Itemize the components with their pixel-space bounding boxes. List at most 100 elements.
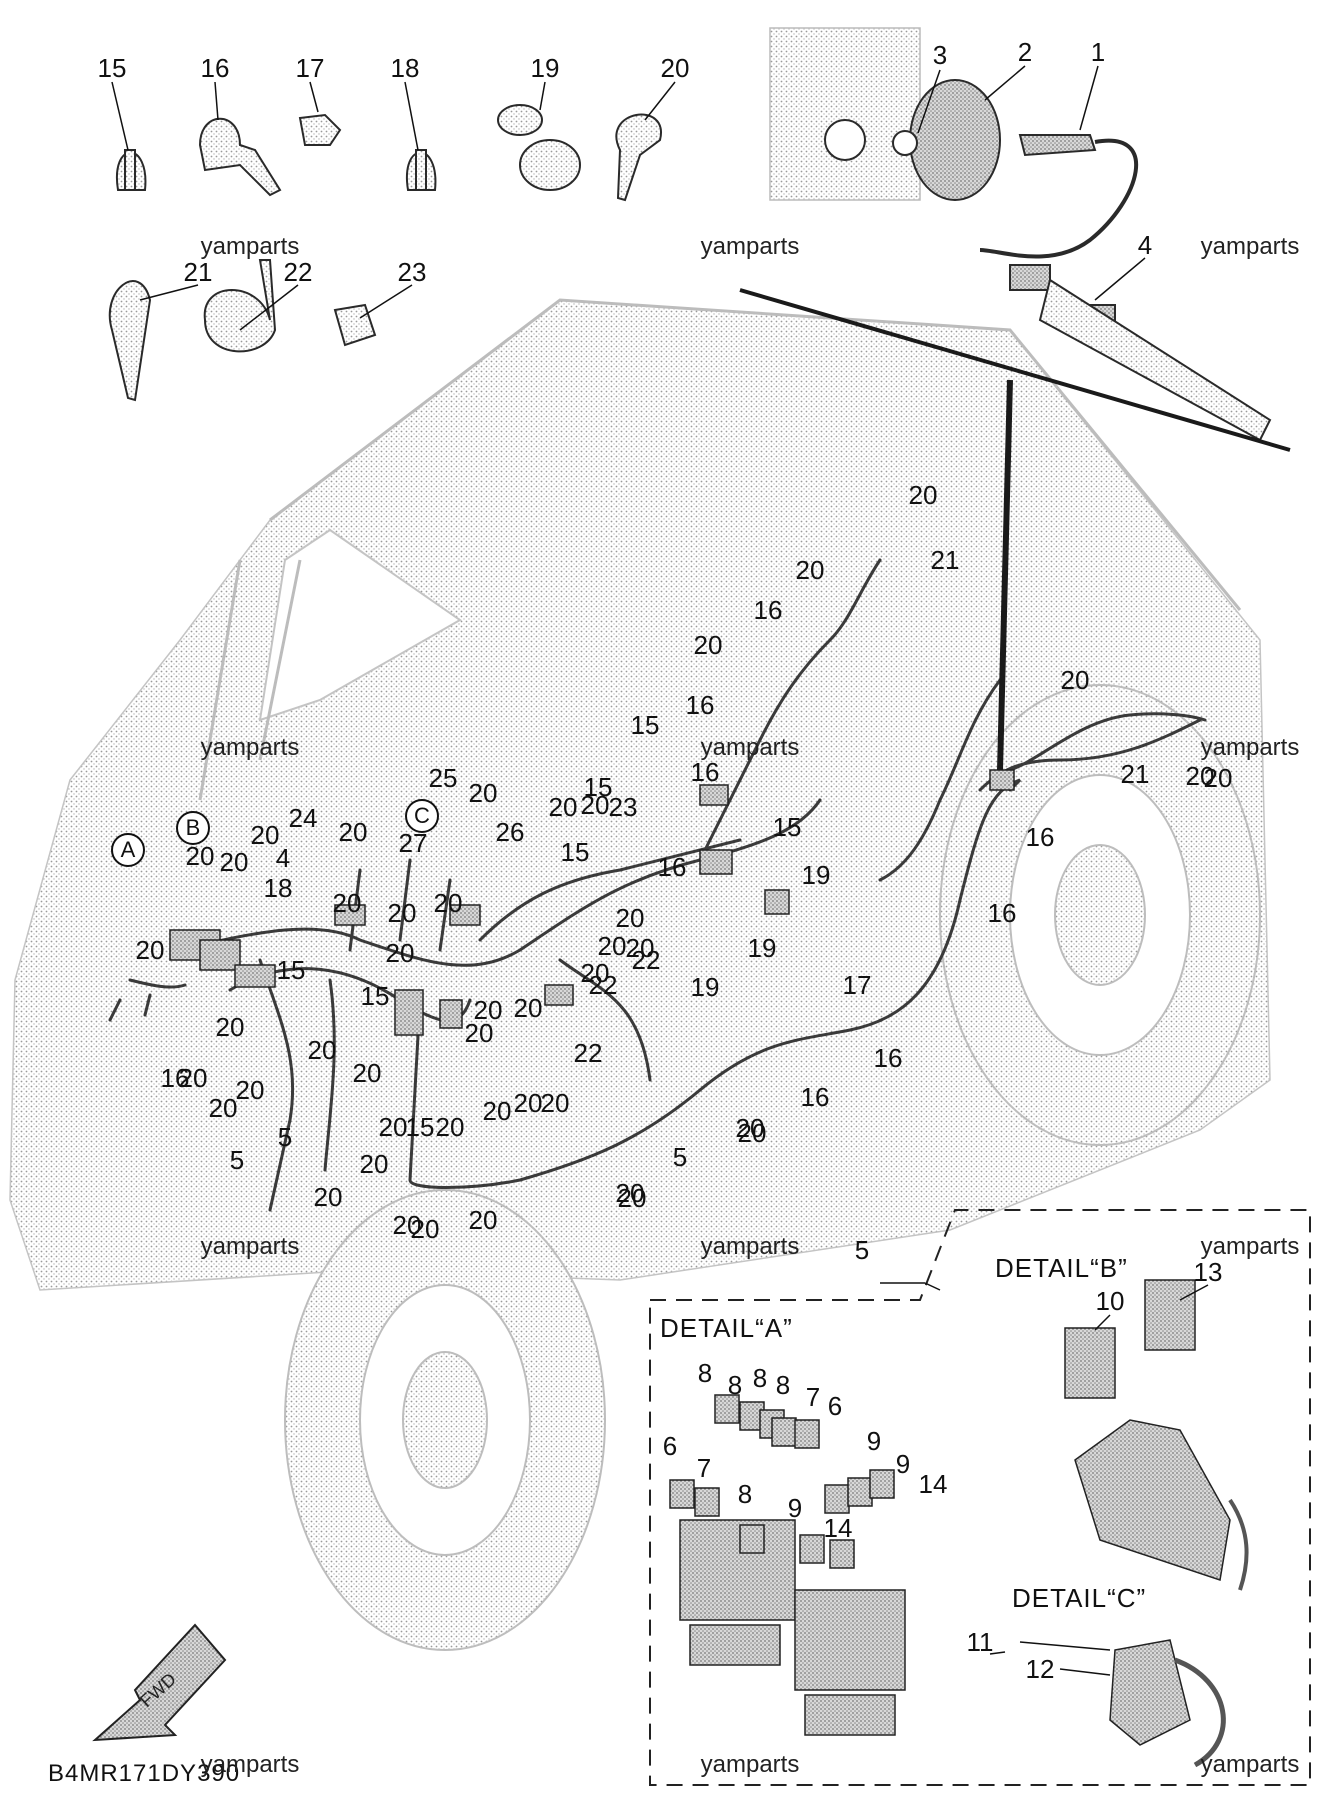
callout-sensor: 4: [1137, 230, 1153, 260]
watermark: yamparts: [200, 1233, 300, 1260]
callout-detail-a: 8: [775, 1370, 791, 1400]
callout-main-harness: 20: [387, 898, 417, 928]
leader-line: [1094, 257, 1146, 301]
watermark: yamparts: [1200, 734, 1300, 761]
callout-main-harness: 20: [185, 841, 215, 871]
callout-main-harness: 20: [464, 1018, 494, 1048]
callout-main-harness: 20: [313, 1182, 343, 1212]
marker-a: A: [111, 833, 145, 867]
leader-line: [989, 1651, 1006, 1655]
callout-top-clips: 17: [295, 53, 325, 83]
callout-main-harness: 21: [1120, 759, 1150, 789]
fwd-arrow: [92, 1623, 227, 1742]
callout-top-clips: 21: [183, 257, 213, 287]
callout-main-harness: 20: [615, 1178, 645, 1208]
callout-main-harness: 21: [930, 545, 960, 575]
callout-sensor: 3: [932, 40, 948, 70]
callout-main-harness: 22: [573, 1038, 603, 1068]
callout-main-harness: 20: [435, 1112, 465, 1142]
callout-main-harness: 20: [332, 888, 362, 918]
callout-main-harness: 20: [235, 1075, 265, 1105]
callout-detail-b: 10: [1095, 1286, 1125, 1316]
watermark: yamparts: [1200, 1233, 1300, 1260]
callout-sensor: 1: [1090, 37, 1106, 67]
callout-main-harness: 16: [987, 898, 1017, 928]
watermark: yamparts: [200, 734, 300, 761]
callout-main-harness: 20: [580, 958, 610, 988]
wire-harness: [108, 558, 1207, 1212]
callout-main-harness: 16: [690, 757, 720, 787]
callout-detail-a: 8: [697, 1358, 713, 1388]
leader-line: [924, 1282, 941, 1291]
leader-line: [1059, 1668, 1111, 1676]
callout-main-harness: 25: [428, 763, 458, 793]
detail-b-title: DETAIL“B”: [995, 1253, 1128, 1283]
callout-main-harness: 15: [405, 1112, 435, 1142]
callout-main-harness: 27: [398, 828, 428, 858]
callout-main-harness: 22: [588, 970, 618, 1000]
leader-line: [1094, 1314, 1111, 1331]
callout-main-harness: 20: [737, 1118, 767, 1148]
callout-main-harness: 20: [250, 820, 280, 850]
watermark: yamparts: [200, 233, 300, 260]
leader-line: [644, 81, 676, 121]
callout-main-harness: 4: [275, 843, 291, 873]
callout-main-harness: 15: [276, 955, 306, 985]
callout-main-harness: 18: [263, 873, 293, 903]
callout-detail-a: 9: [895, 1449, 911, 1479]
roof-edge: [198, 298, 1242, 801]
callout-main-harness: 20: [215, 1012, 245, 1042]
diagram-code: B4MR171DY390: [48, 1760, 241, 1787]
callout-detail-a: 9: [787, 1493, 803, 1523]
callout-main-harness: 20: [352, 1058, 382, 1088]
callout-main-harness: 20: [410, 1214, 440, 1244]
callout-main-harness: 20: [473, 995, 503, 1025]
leader-line: [359, 284, 413, 319]
watermark: yamparts: [1200, 1751, 1300, 1778]
callout-top-clips: 20: [660, 53, 690, 83]
leader-line: [984, 65, 1026, 101]
callout-main-harness: 20: [617, 1183, 647, 1213]
callout-main-harness: 20: [735, 1113, 765, 1143]
callout-main-harness: 5: [229, 1145, 245, 1175]
callout-main-harness: 20: [625, 933, 655, 963]
callout-detail-a: 6: [662, 1431, 678, 1461]
callout-main-harness: 20: [795, 555, 825, 585]
callout-main-harness: 20: [513, 1088, 543, 1118]
marker-c: C: [405, 799, 439, 833]
callout-main-harness: 20: [338, 817, 368, 847]
callout-detail-a: 8: [752, 1363, 768, 1393]
leader-line: [404, 81, 419, 151]
callout-main-harness: 20: [385, 938, 415, 968]
harness-connectors: [169, 769, 1015, 1036]
leader-line: [539, 81, 546, 111]
callout-main-harness: 20: [178, 1063, 208, 1093]
watermark: yamparts: [700, 1233, 800, 1260]
callout-detail-b: 13: [1193, 1257, 1223, 1287]
callout-main-harness: 15: [360, 981, 390, 1011]
callout-top-clips: 16: [200, 53, 230, 83]
leader-lines: [111, 65, 1209, 1676]
callout-detail-a: 7: [805, 1382, 821, 1412]
callout-sensor: 2: [1017, 37, 1033, 67]
callout-main-harness: 16: [1025, 822, 1055, 852]
leader-line: [1019, 1641, 1111, 1651]
callout-main-harness: 20: [378, 1112, 408, 1142]
leader-line: [111, 81, 129, 151]
callout-main-harness: 16: [160, 1063, 190, 1093]
callout-main-harness: 20: [219, 847, 249, 877]
callout-main-harness: 20: [135, 935, 165, 965]
front-wheel-left: [284, 1189, 606, 1651]
callout-detail-a: 8: [727, 1370, 743, 1400]
callout-main-harness: 16: [873, 1043, 903, 1073]
callout-main-harness: 20: [307, 1035, 337, 1065]
callout-detail-a: 7: [696, 1453, 712, 1483]
callout-main-harness: 20: [1060, 665, 1090, 695]
leader-line: [214, 81, 219, 121]
callout-detail-a: 8: [737, 1479, 753, 1509]
callout-main-harness: 16: [685, 690, 715, 720]
callout-detail-a: 14: [823, 1513, 853, 1543]
callout-main-harness: 20: [392, 1210, 422, 1240]
front-wheel-right: [939, 684, 1261, 1146]
callout-detail-c: 11: [966, 1627, 994, 1657]
